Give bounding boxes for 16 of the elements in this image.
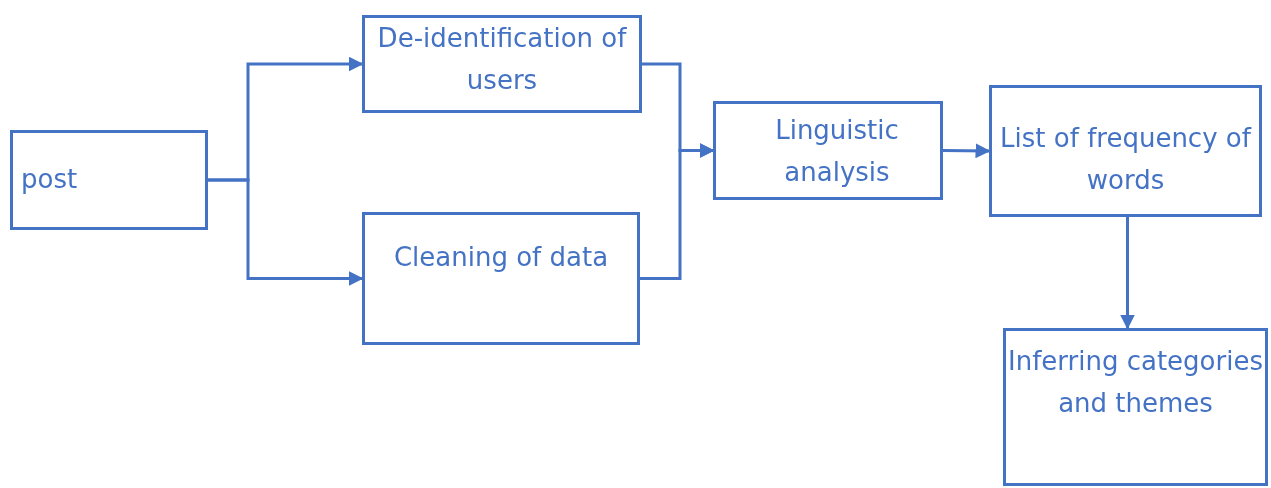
arrow	[1120, 217, 1135, 330]
arrow	[943, 143, 991, 159]
box-label: Inferring categories and themes	[1007, 345, 1264, 420]
box-label: Linguistic analysis	[774, 114, 900, 189]
arrow	[640, 143, 715, 280]
box-label: List of frequency of words	[999, 122, 1253, 197]
process-box	[362, 212, 640, 345]
process-box	[713, 101, 943, 200]
box-label: Cleaning of data	[393, 241, 609, 274]
process-box	[362, 15, 642, 113]
process-box	[989, 85, 1262, 217]
box-label: De-identification of users	[376, 22, 628, 97]
box-label: post	[21, 163, 78, 197]
process-box	[10, 130, 208, 230]
arrow	[208, 178, 364, 286]
process-box	[1003, 328, 1268, 486]
